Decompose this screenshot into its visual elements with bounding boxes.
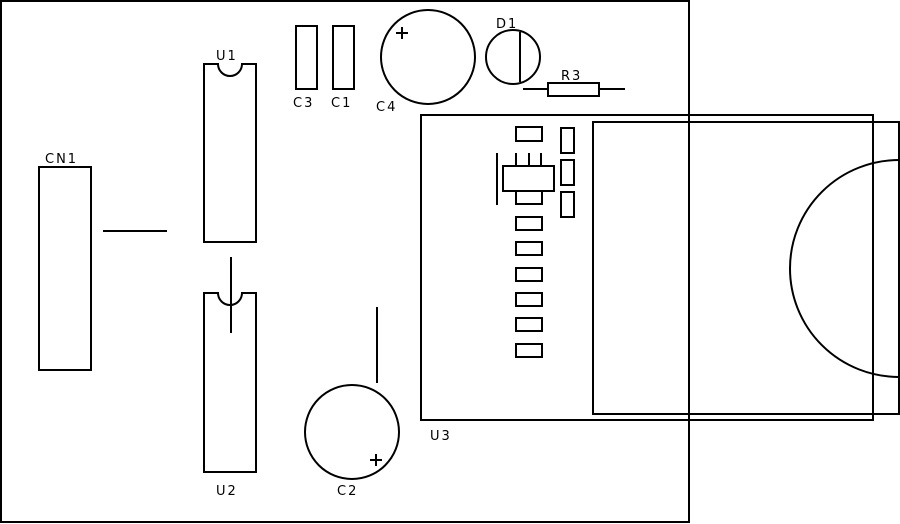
label-u3: U3 [430,429,452,444]
label-r3: R3 [561,69,582,84]
connector-cn1: CN1 [38,152,92,371]
diode-d1: D1 [485,17,541,85]
board-outline [0,0,690,523]
label-c2: C2 [337,484,358,499]
label-cn1: CN1 [45,152,78,167]
capacitor-c3: C3 [293,25,318,111]
smd-pads [515,126,575,358]
plus-icon [396,27,408,39]
capacitor-c2: C2 [304,384,400,499]
module-u3: U3 [420,114,900,444]
capacitor-c1: C1 [331,25,355,111]
card-slot [592,121,900,415]
label-c1: C1 [331,96,352,111]
label-c4: C4 [376,100,397,115]
ic-u2: U2 [203,292,257,499]
resistor-r3: R3 [523,69,625,97]
label-c3: C3 [293,96,314,111]
label-u1: U1 [216,49,238,64]
label-d1: D1 [496,17,518,32]
card-notch [789,159,900,378]
capacitor-c4: C4 [376,9,476,115]
ic-u1: U1 [203,49,257,243]
label-u2: U2 [216,484,238,499]
plus-icon [370,454,382,466]
regulator-sot223 [496,153,555,205]
